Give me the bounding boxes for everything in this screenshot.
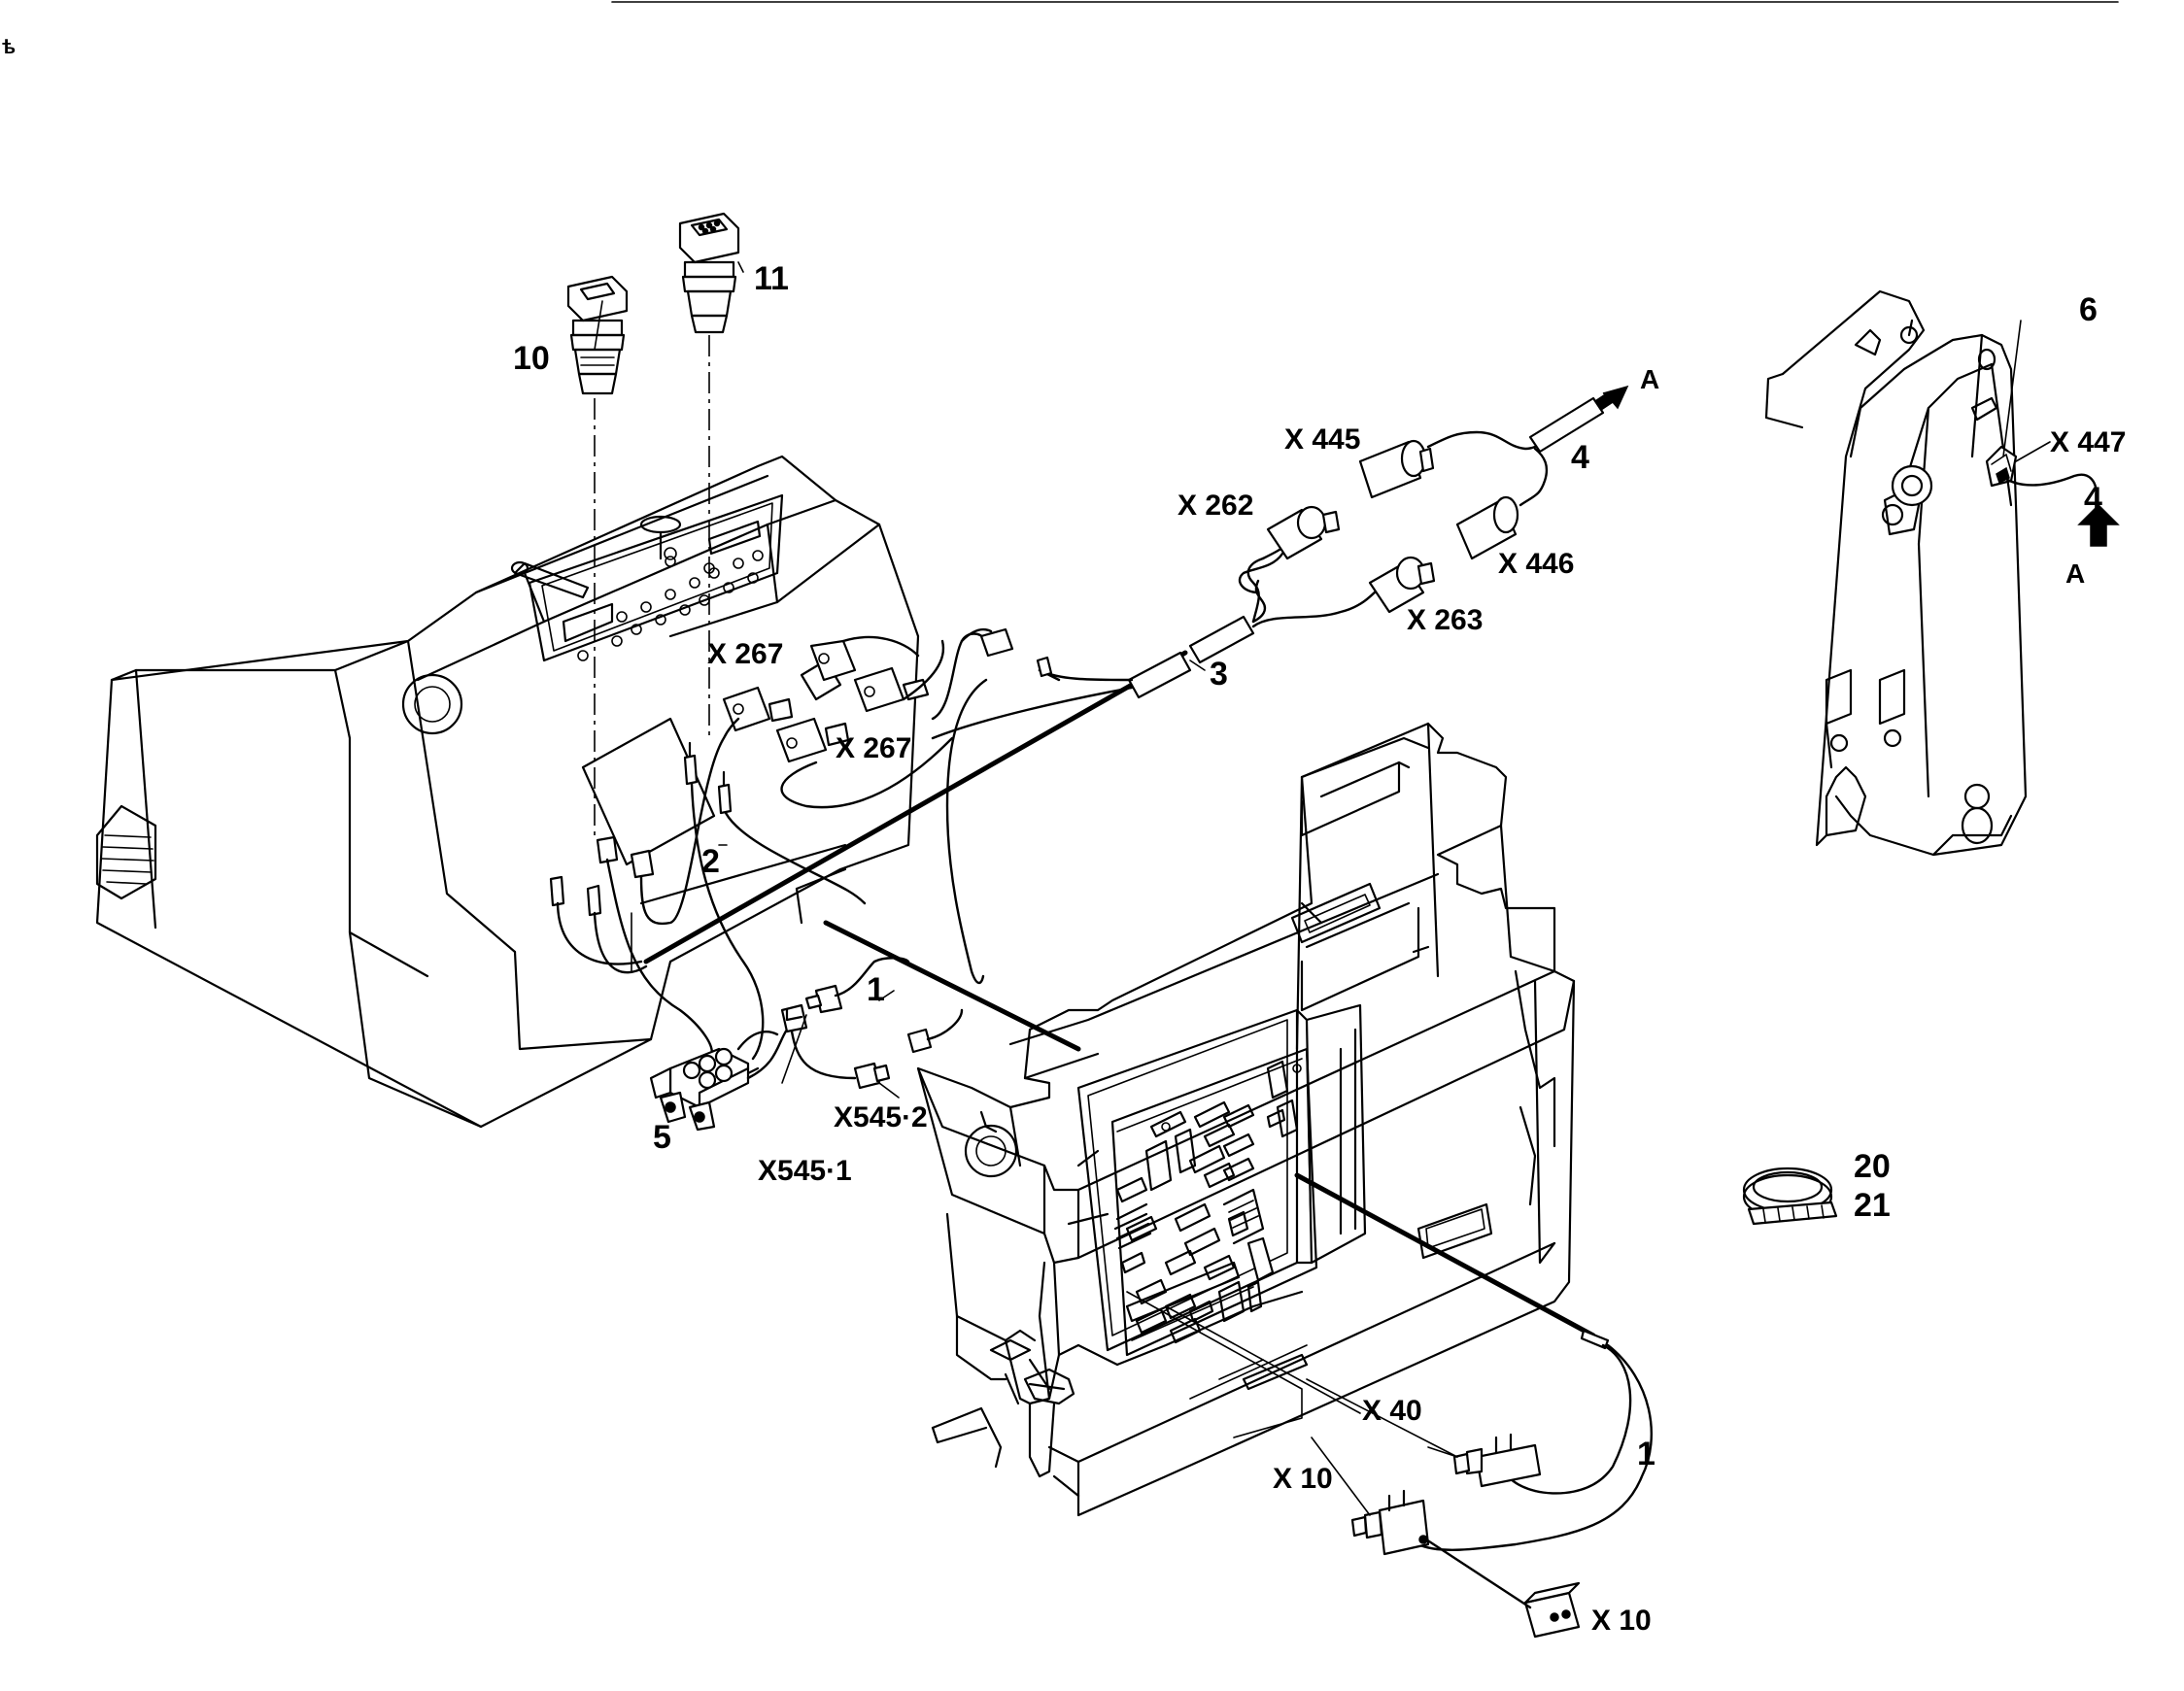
- corner-mark: ѣ: [2, 37, 16, 58]
- connector-x40: [1452, 1433, 1542, 1488]
- harness-1: [823, 920, 1081, 1052]
- arrow-a-top-label: A: [1640, 364, 1659, 394]
- leader-x447: [2015, 441, 2051, 462]
- connector-labels: X 445 X 262 X 446 X 263 X 267 X 267 X 44…: [707, 423, 2126, 1637]
- wire-t3: [605, 858, 713, 1061]
- leader-6: [2002, 320, 2022, 457]
- leader-1-upper: [878, 990, 895, 1001]
- leader-10: [594, 300, 603, 351]
- harness-1-rod: [1294, 1172, 1596, 1338]
- callout-21: 21: [1854, 1187, 1891, 1224]
- callout-20: 20: [1854, 1148, 1891, 1185]
- connector-small-top: [979, 627, 1014, 658]
- callout-6: 6: [2079, 291, 2098, 328]
- wire-to-x445: [1426, 430, 1537, 451]
- wire-x545-a: [790, 1030, 857, 1080]
- wire-4-boom: [1999, 473, 2099, 522]
- label-x262: X 262: [1177, 490, 1253, 522]
- callout-1-lower: 1: [1637, 1436, 1655, 1472]
- connector-x545-1: [780, 1003, 808, 1033]
- wire-x267-c: [780, 736, 954, 809]
- switch-10: [566, 275, 629, 395]
- leader-x10: [1165, 1305, 1371, 1516]
- connector-x267-group: [722, 639, 930, 763]
- arrow-a-top-icon: [1593, 385, 1629, 412]
- connector-x263: [1368, 556, 1436, 614]
- control-box: [916, 722, 1576, 1517]
- connector-x10-bottom: [1523, 1581, 1581, 1639]
- wire-t4: [639, 717, 740, 926]
- callout-1-upper: 1: [867, 971, 885, 1008]
- label-x446: X 446: [1498, 548, 1574, 580]
- wire-x263-tail: [1251, 579, 1267, 624]
- wire-5-a: [736, 1031, 779, 1051]
- wire-t1: [556, 901, 643, 965]
- connector-x446: [1455, 495, 1519, 560]
- callout-11: 11: [754, 260, 789, 297]
- wire-t5: [690, 782, 765, 1061]
- wire-x262-loop: [1238, 552, 1284, 594]
- label-x267-mid: X 267: [836, 732, 911, 764]
- sleeve-4: [1528, 396, 1605, 454]
- wire-to-x263: [1251, 586, 1382, 628]
- callout-10: 10: [513, 340, 550, 377]
- wire-x10-link: [1424, 1538, 1532, 1609]
- callout-4-top: 4: [1571, 439, 1589, 476]
- panel-holes: [577, 550, 764, 661]
- label-x447: X 447: [2050, 426, 2126, 458]
- harness-1-end: [1580, 1329, 1610, 1350]
- connector-x262: [1266, 505, 1341, 560]
- leader-x40-tick: [1427, 1446, 1458, 1458]
- wire-t6: [724, 811, 867, 905]
- harness-3: [631, 615, 1255, 985]
- callout-3: 3: [1210, 656, 1228, 693]
- wire-x267-a: [902, 639, 945, 701]
- leader-11: [737, 261, 744, 273]
- relay-block-5: [649, 1047, 760, 1132]
- leader-x40: [1126, 1291, 1458, 1458]
- wire-x267-d: [931, 632, 988, 721]
- connector-x445: [1358, 439, 1435, 499]
- wire-5-b: [746, 1028, 789, 1080]
- leader-x545-1: [781, 1014, 807, 1084]
- leader-x545-2: [878, 1082, 900, 1099]
- callout-2: 2: [701, 843, 720, 880]
- switch-11: [678, 212, 740, 334]
- wire-1-outer: [1416, 1343, 1653, 1551]
- wire-x545-c: [926, 1008, 964, 1041]
- label-x10-bottom: X 10: [1591, 1605, 1652, 1637]
- label-x40: X 40: [1362, 1395, 1422, 1427]
- wire-to-x446: [1519, 447, 1549, 507]
- connector-x545-1b: [804, 984, 843, 1014]
- boom-arm: [1764, 289, 2028, 857]
- label-x10-mid: X 10: [1273, 1463, 1333, 1495]
- wire-x267-e: [960, 627, 993, 643]
- arrow-a-right-label: A: [2065, 558, 2085, 589]
- label-x267-top: X 267: [707, 638, 783, 670]
- wire-x267-b: [841, 635, 920, 658]
- label-x545-1: X545·1: [758, 1155, 852, 1187]
- control-console: [95, 455, 920, 1129]
- label-x263: X 263: [1407, 604, 1483, 636]
- hose-clamp: [1742, 1167, 1838, 1226]
- terminal-group: [549, 741, 733, 917]
- callout-5: 5: [653, 1119, 671, 1156]
- connector-x10-mid: [1350, 1489, 1430, 1556]
- wire-t2: [593, 911, 648, 974]
- wire-to-x262: [1246, 557, 1265, 624]
- leader-3: [1189, 659, 1206, 671]
- label-x445: X 445: [1284, 423, 1360, 456]
- plug-tip: [1036, 656, 1053, 678]
- callout-labels: 10 11 6 4 4 3 2 1 1 5 20 21 A A: [513, 260, 2102, 1472]
- wire-1-to-x40: [1533, 1343, 1632, 1495]
- callout-4-right: 4: [2084, 481, 2102, 518]
- arrow-a-right-icon: [2077, 503, 2120, 547]
- pcb-components: [1113, 1060, 1302, 1344]
- connector-x545-2: [853, 1028, 933, 1090]
- label-x545-2: X545·2: [834, 1101, 928, 1133]
